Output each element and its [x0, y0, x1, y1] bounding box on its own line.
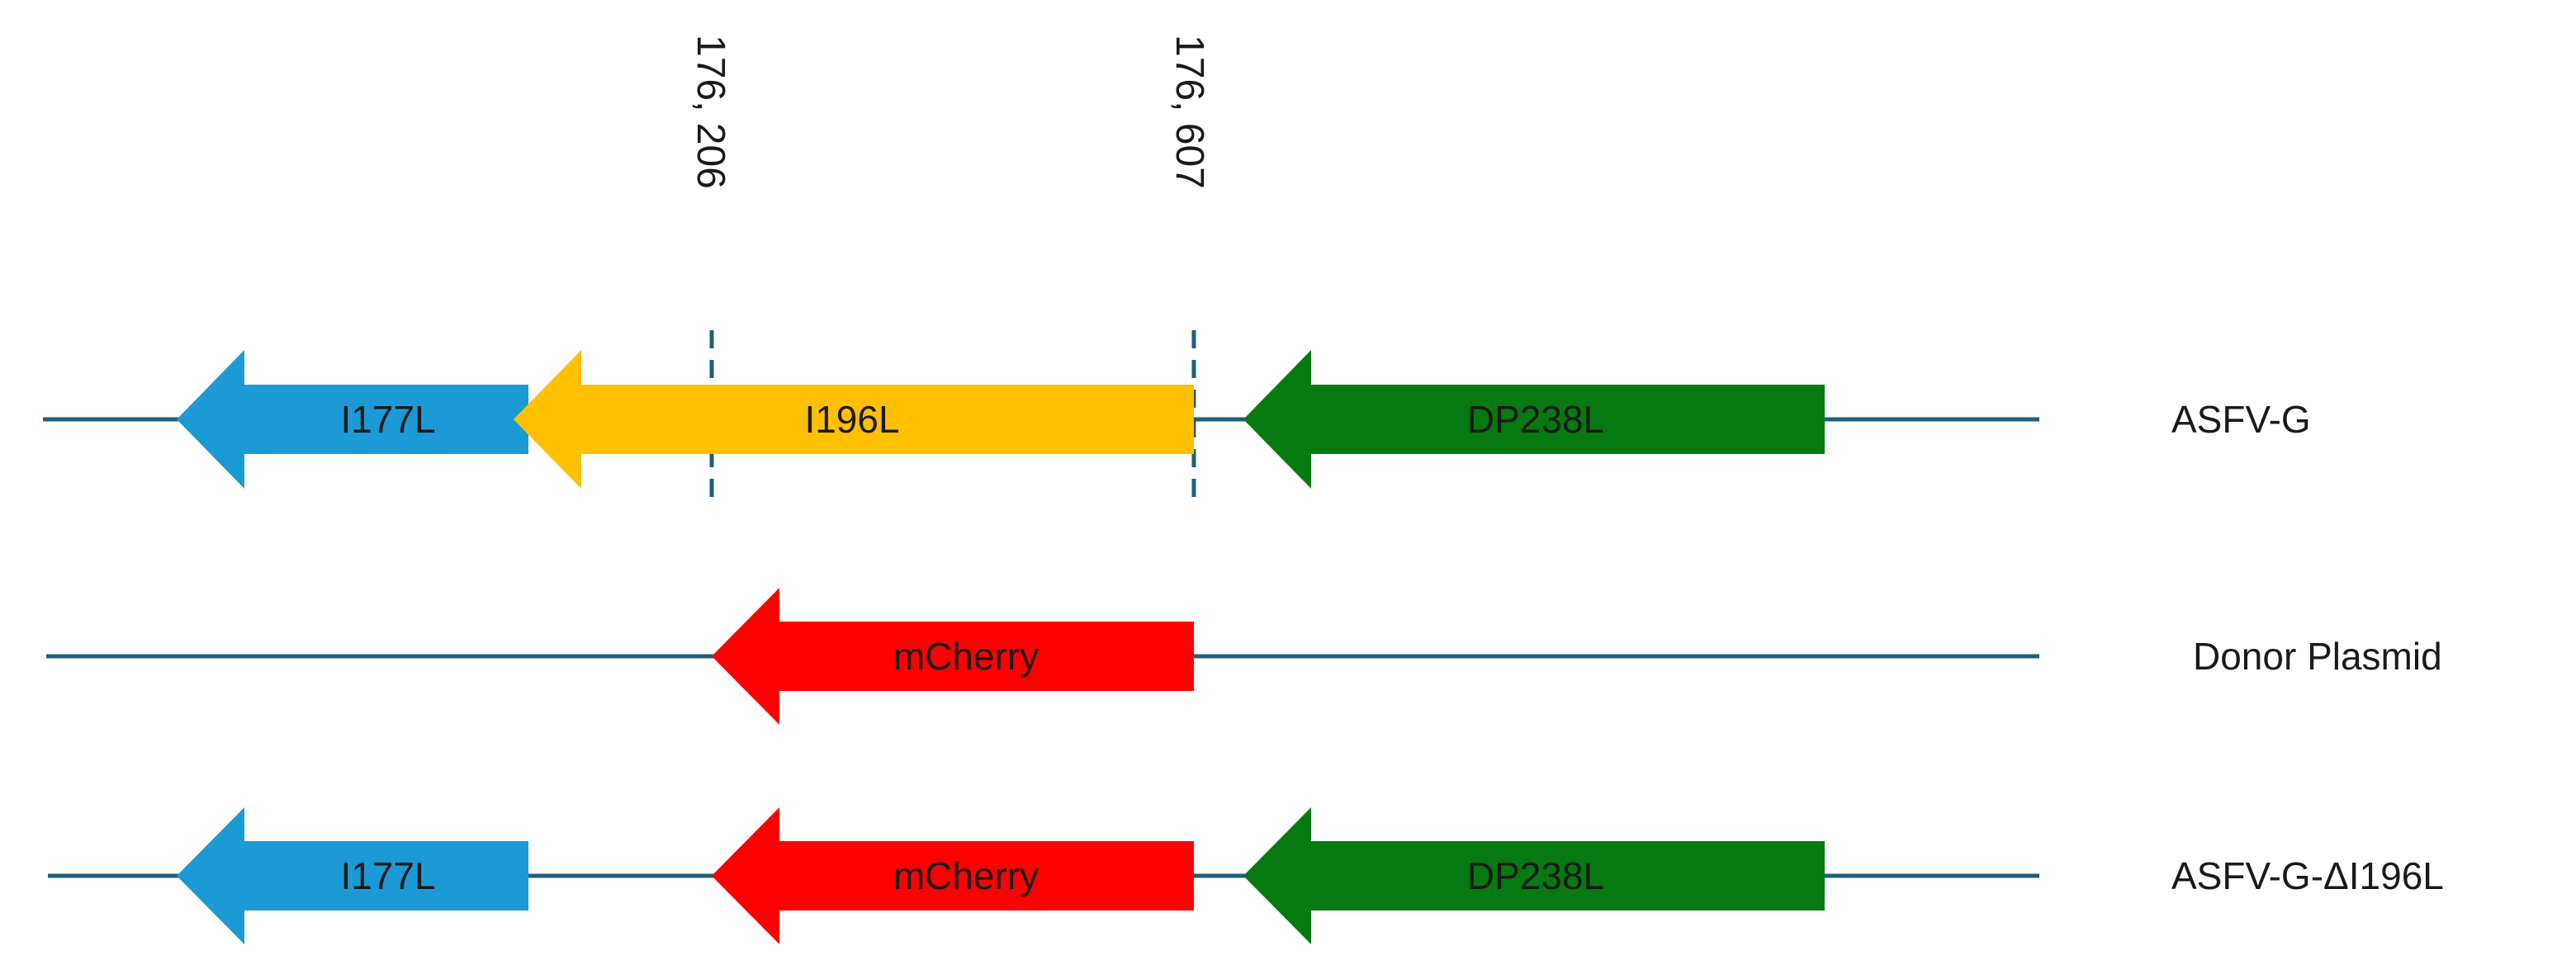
coordinate-label-left: 176, 206	[689, 35, 732, 189]
track-label-asfv-g: ASFV-G	[2171, 398, 2311, 441]
gene-arrow-dp238l	[1243, 807, 1825, 944]
gene-arrow-mcherry	[712, 807, 1194, 944]
gene-arrow-i177l	[177, 350, 528, 489]
gene-label-dp238l: DP238L	[1467, 398, 1604, 441]
gene-arrow-mcherry	[712, 588, 1194, 725]
track-donor-plasmid: mCherry Donor Plasmid	[46, 588, 2442, 725]
gene-arrow-i196l	[514, 350, 1194, 489]
gene-label-mcherry: mCherry	[893, 635, 1039, 678]
gene-arrow-dp238l	[1243, 350, 1825, 489]
gene-label-dp238l: DP238L	[1467, 854, 1604, 897]
coordinate-label-right: 176, 607	[1167, 35, 1211, 189]
gene-label-i177l: I177L	[340, 398, 435, 441]
track-label-donor-plasmid: Donor Plasmid	[2193, 635, 2442, 678]
gene-label-mcherry: mCherry	[893, 854, 1039, 897]
track-label-asfv-g-delta-i196l: ASFV-G-ΔI196L	[2171, 854, 2444, 897]
gene-label-i177l: I177L	[340, 854, 435, 897]
gene-arrow-i177l	[177, 807, 528, 944]
track-asfv-g-delta-i196l: I177L mCherry DP238L ASFV-G-ΔI196L	[48, 807, 2444, 944]
track-asfv-g: I177L I196L DP238L ASFV-G	[43, 350, 2311, 489]
gene-label-i196l: I196L	[804, 398, 899, 441]
